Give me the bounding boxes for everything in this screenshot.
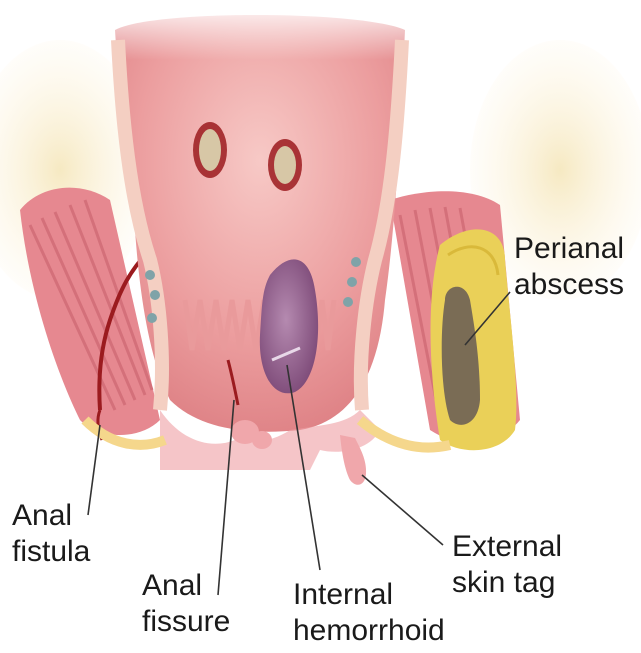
label-anal-fistula: Anal fistula xyxy=(12,498,90,570)
perianal-abscess xyxy=(431,229,517,450)
leader-anal-fissure xyxy=(218,400,234,595)
label-perianal-abscess: Perianal abscess xyxy=(514,231,624,303)
label-anal-fissure: Anal fissure xyxy=(142,568,230,640)
label-external-skin-tag: External skin tag xyxy=(452,529,562,601)
label-internal-hemorrhoid: Internal hemorrhoid xyxy=(293,577,445,649)
leader-external-skin-tag xyxy=(362,475,443,545)
